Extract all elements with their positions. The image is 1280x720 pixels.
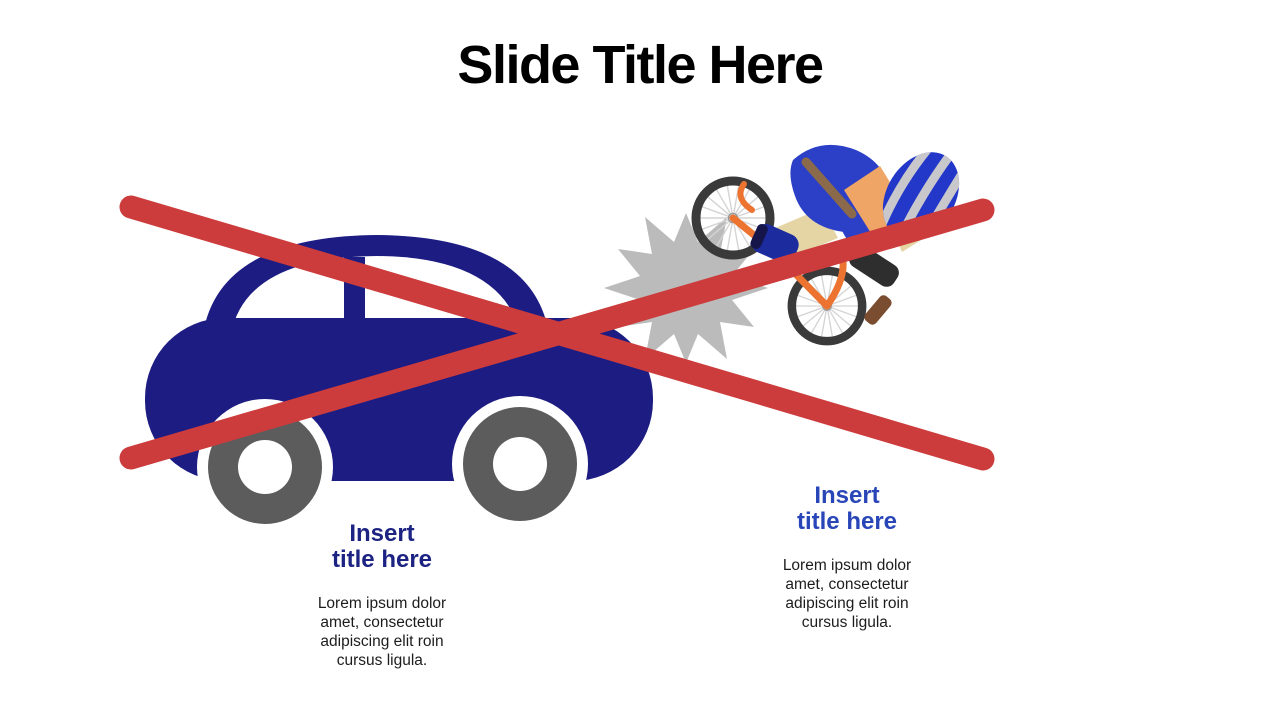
- prohibition-cross-icon: [119, 195, 995, 471]
- car-window: [231, 256, 521, 334]
- caption-title: Insert title here: [796, 482, 898, 535]
- car-rear-wheel: [452, 396, 588, 532]
- cyclist-strap: [801, 157, 857, 219]
- caption-body: Lorem ipsum dolor amet, consectetur adip…: [317, 595, 447, 669]
- caption-title: Insert title here: [331, 520, 433, 573]
- bike-pedal: [864, 295, 892, 325]
- caption-body: Lorem ipsum dolor amet, consectetur adip…: [782, 557, 912, 631]
- cyclist-boot: [750, 223, 799, 264]
- caption-block-cyclist: Insert title here Lorem ipsum dolor amet…: [742, 465, 952, 650]
- slide-title: Slide Title Here: [457, 35, 824, 95]
- caption-block-car: Insert title here Lorem ipsum dolor amet…: [277, 503, 487, 688]
